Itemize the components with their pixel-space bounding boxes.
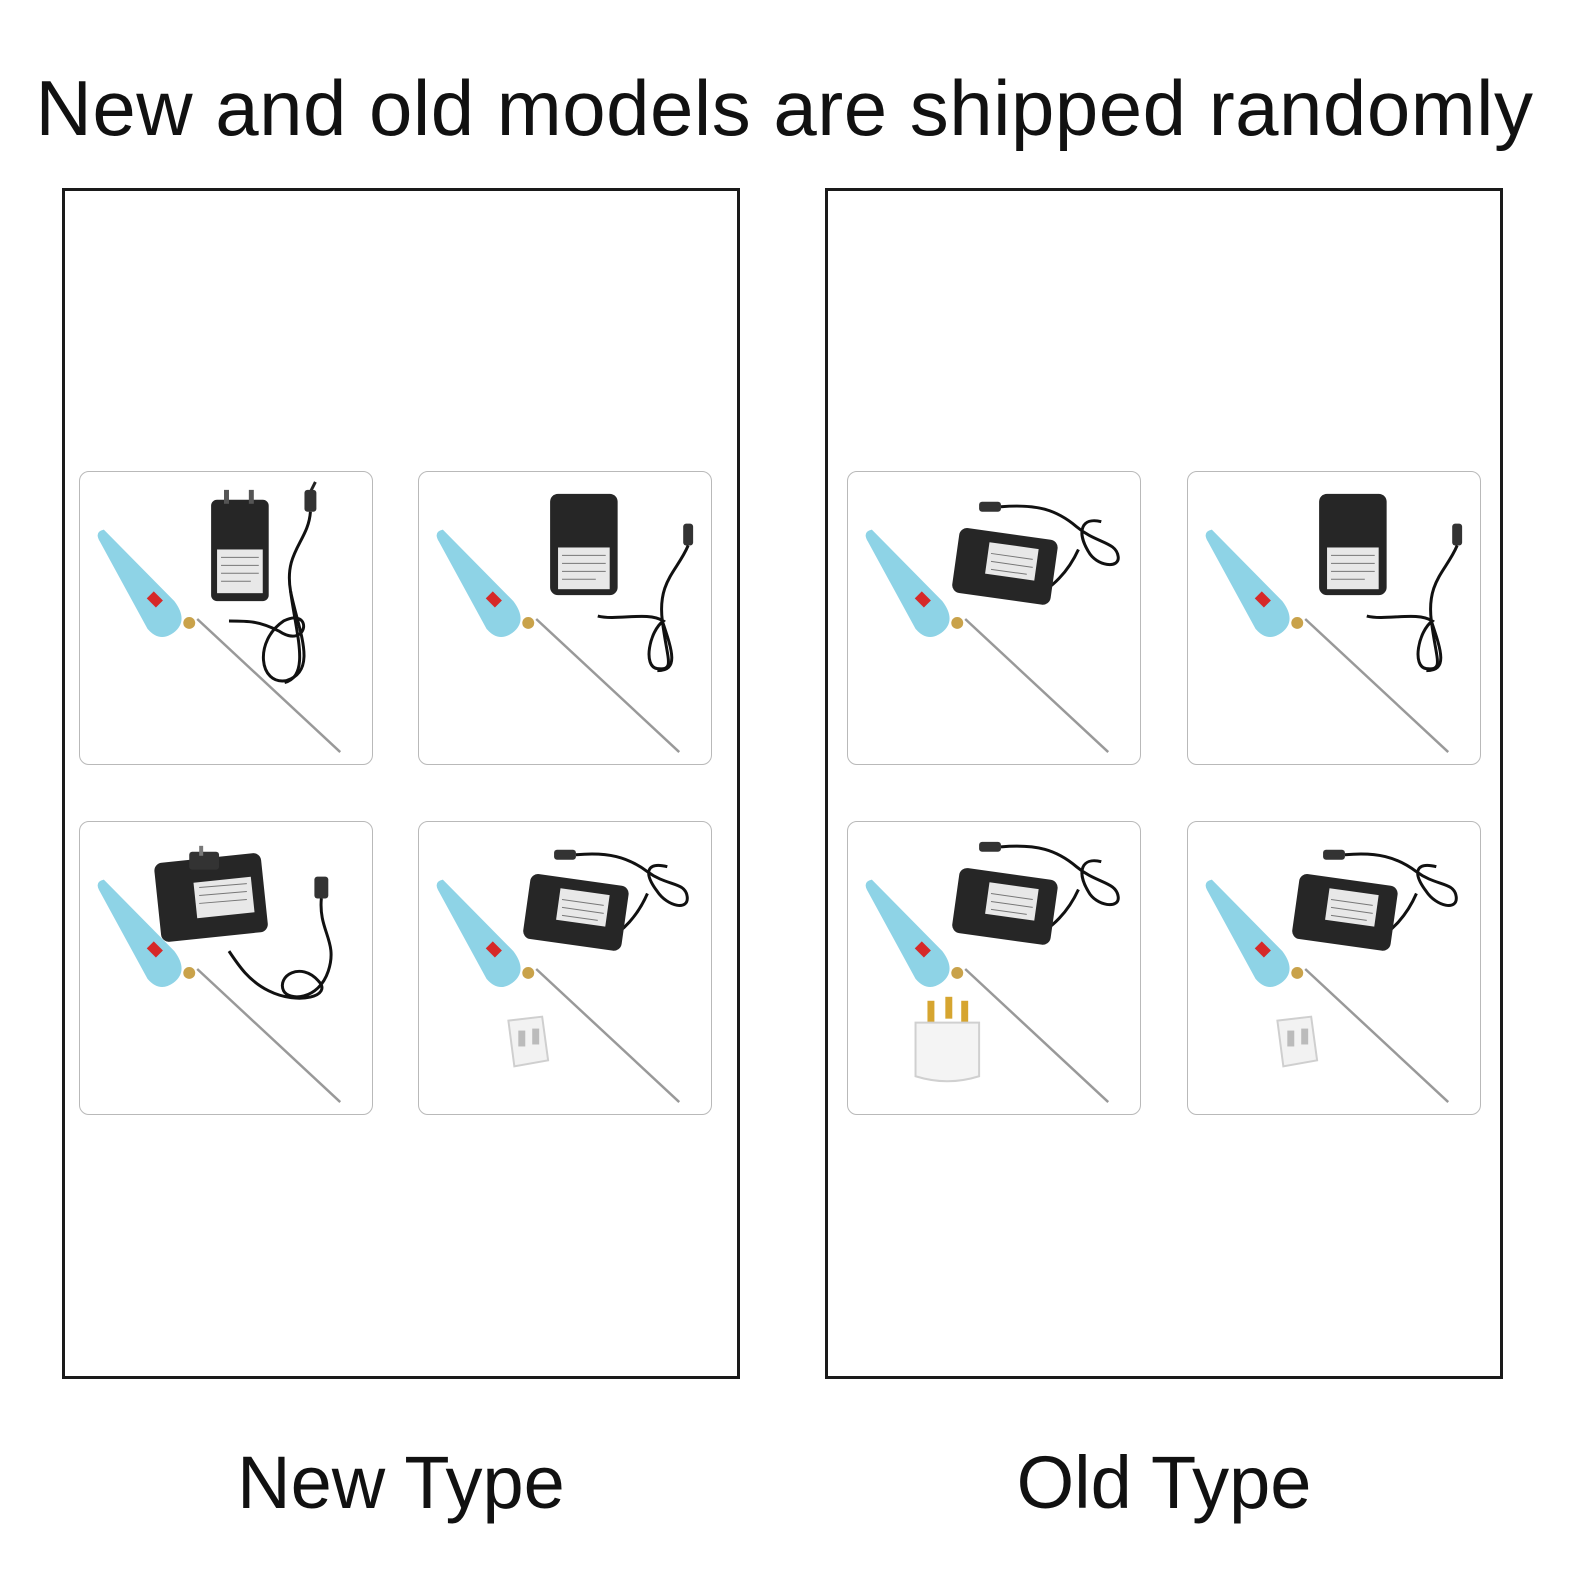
uk-plug-converter-icon xyxy=(914,996,981,1083)
old-type-image-1 xyxy=(847,471,1141,765)
universal-plug-converter-icon xyxy=(507,1015,550,1068)
new-type-image-4 xyxy=(418,821,712,1115)
foam-cutter-eu-adapter-illustration xyxy=(436,493,694,753)
foam-cutter-eu-adapter-illustration xyxy=(1205,493,1463,753)
old-type-caption: Old Type xyxy=(1016,1441,1312,1524)
old-type-panel xyxy=(825,188,1503,1379)
new-type-panel xyxy=(62,188,740,1379)
foam-cutter-us-flat-adapter-universal-plug-illustration xyxy=(1205,849,1458,1103)
foam-cutter-uk-adapter-illustration xyxy=(97,845,342,1103)
foam-cutter-us-flat-adapter-universal-plug-illustration xyxy=(436,849,689,1103)
foam-cutter-us-adapter-illustration xyxy=(97,481,342,753)
headline: New and old models are shipped randomly xyxy=(35,64,1534,152)
foam-cutter-us-flat-adapter-illustration xyxy=(865,501,1120,753)
new-type-caption: New Type xyxy=(237,1441,565,1524)
new-type-image-1 xyxy=(79,471,373,765)
universal-plug-converter-icon xyxy=(1276,1015,1319,1068)
old-type-image-2 xyxy=(1187,471,1481,765)
new-type-image-2 xyxy=(418,471,712,765)
new-type-image-3 xyxy=(79,821,373,1115)
old-type-image-3 xyxy=(847,821,1141,1115)
old-type-image-4 xyxy=(1187,821,1481,1115)
foam-cutter-us-flat-adapter-uk-plug-illustration xyxy=(865,841,1120,1103)
